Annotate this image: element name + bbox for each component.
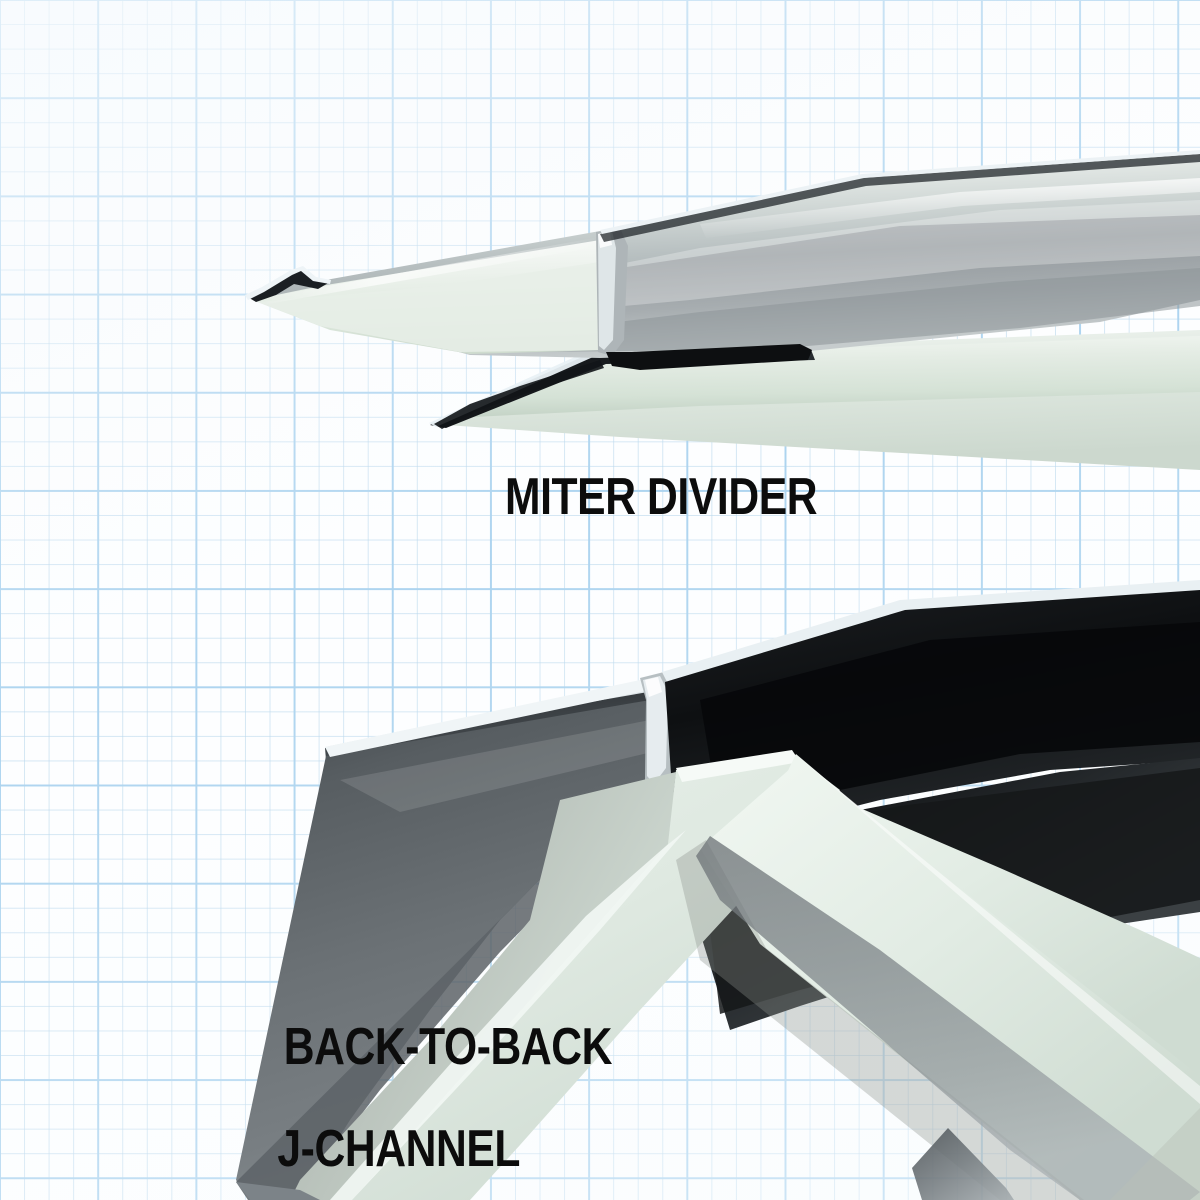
caption-line-2: J-CHANNEL xyxy=(277,1120,521,1179)
caption-line-1: BACK-TO-BACK xyxy=(283,1018,613,1077)
caption-miter-divider: MITER DIVIDER xyxy=(505,468,818,526)
caption-back-to-back-j-channel: BACK-TO-BACK J-CHANNEL xyxy=(238,975,612,1200)
